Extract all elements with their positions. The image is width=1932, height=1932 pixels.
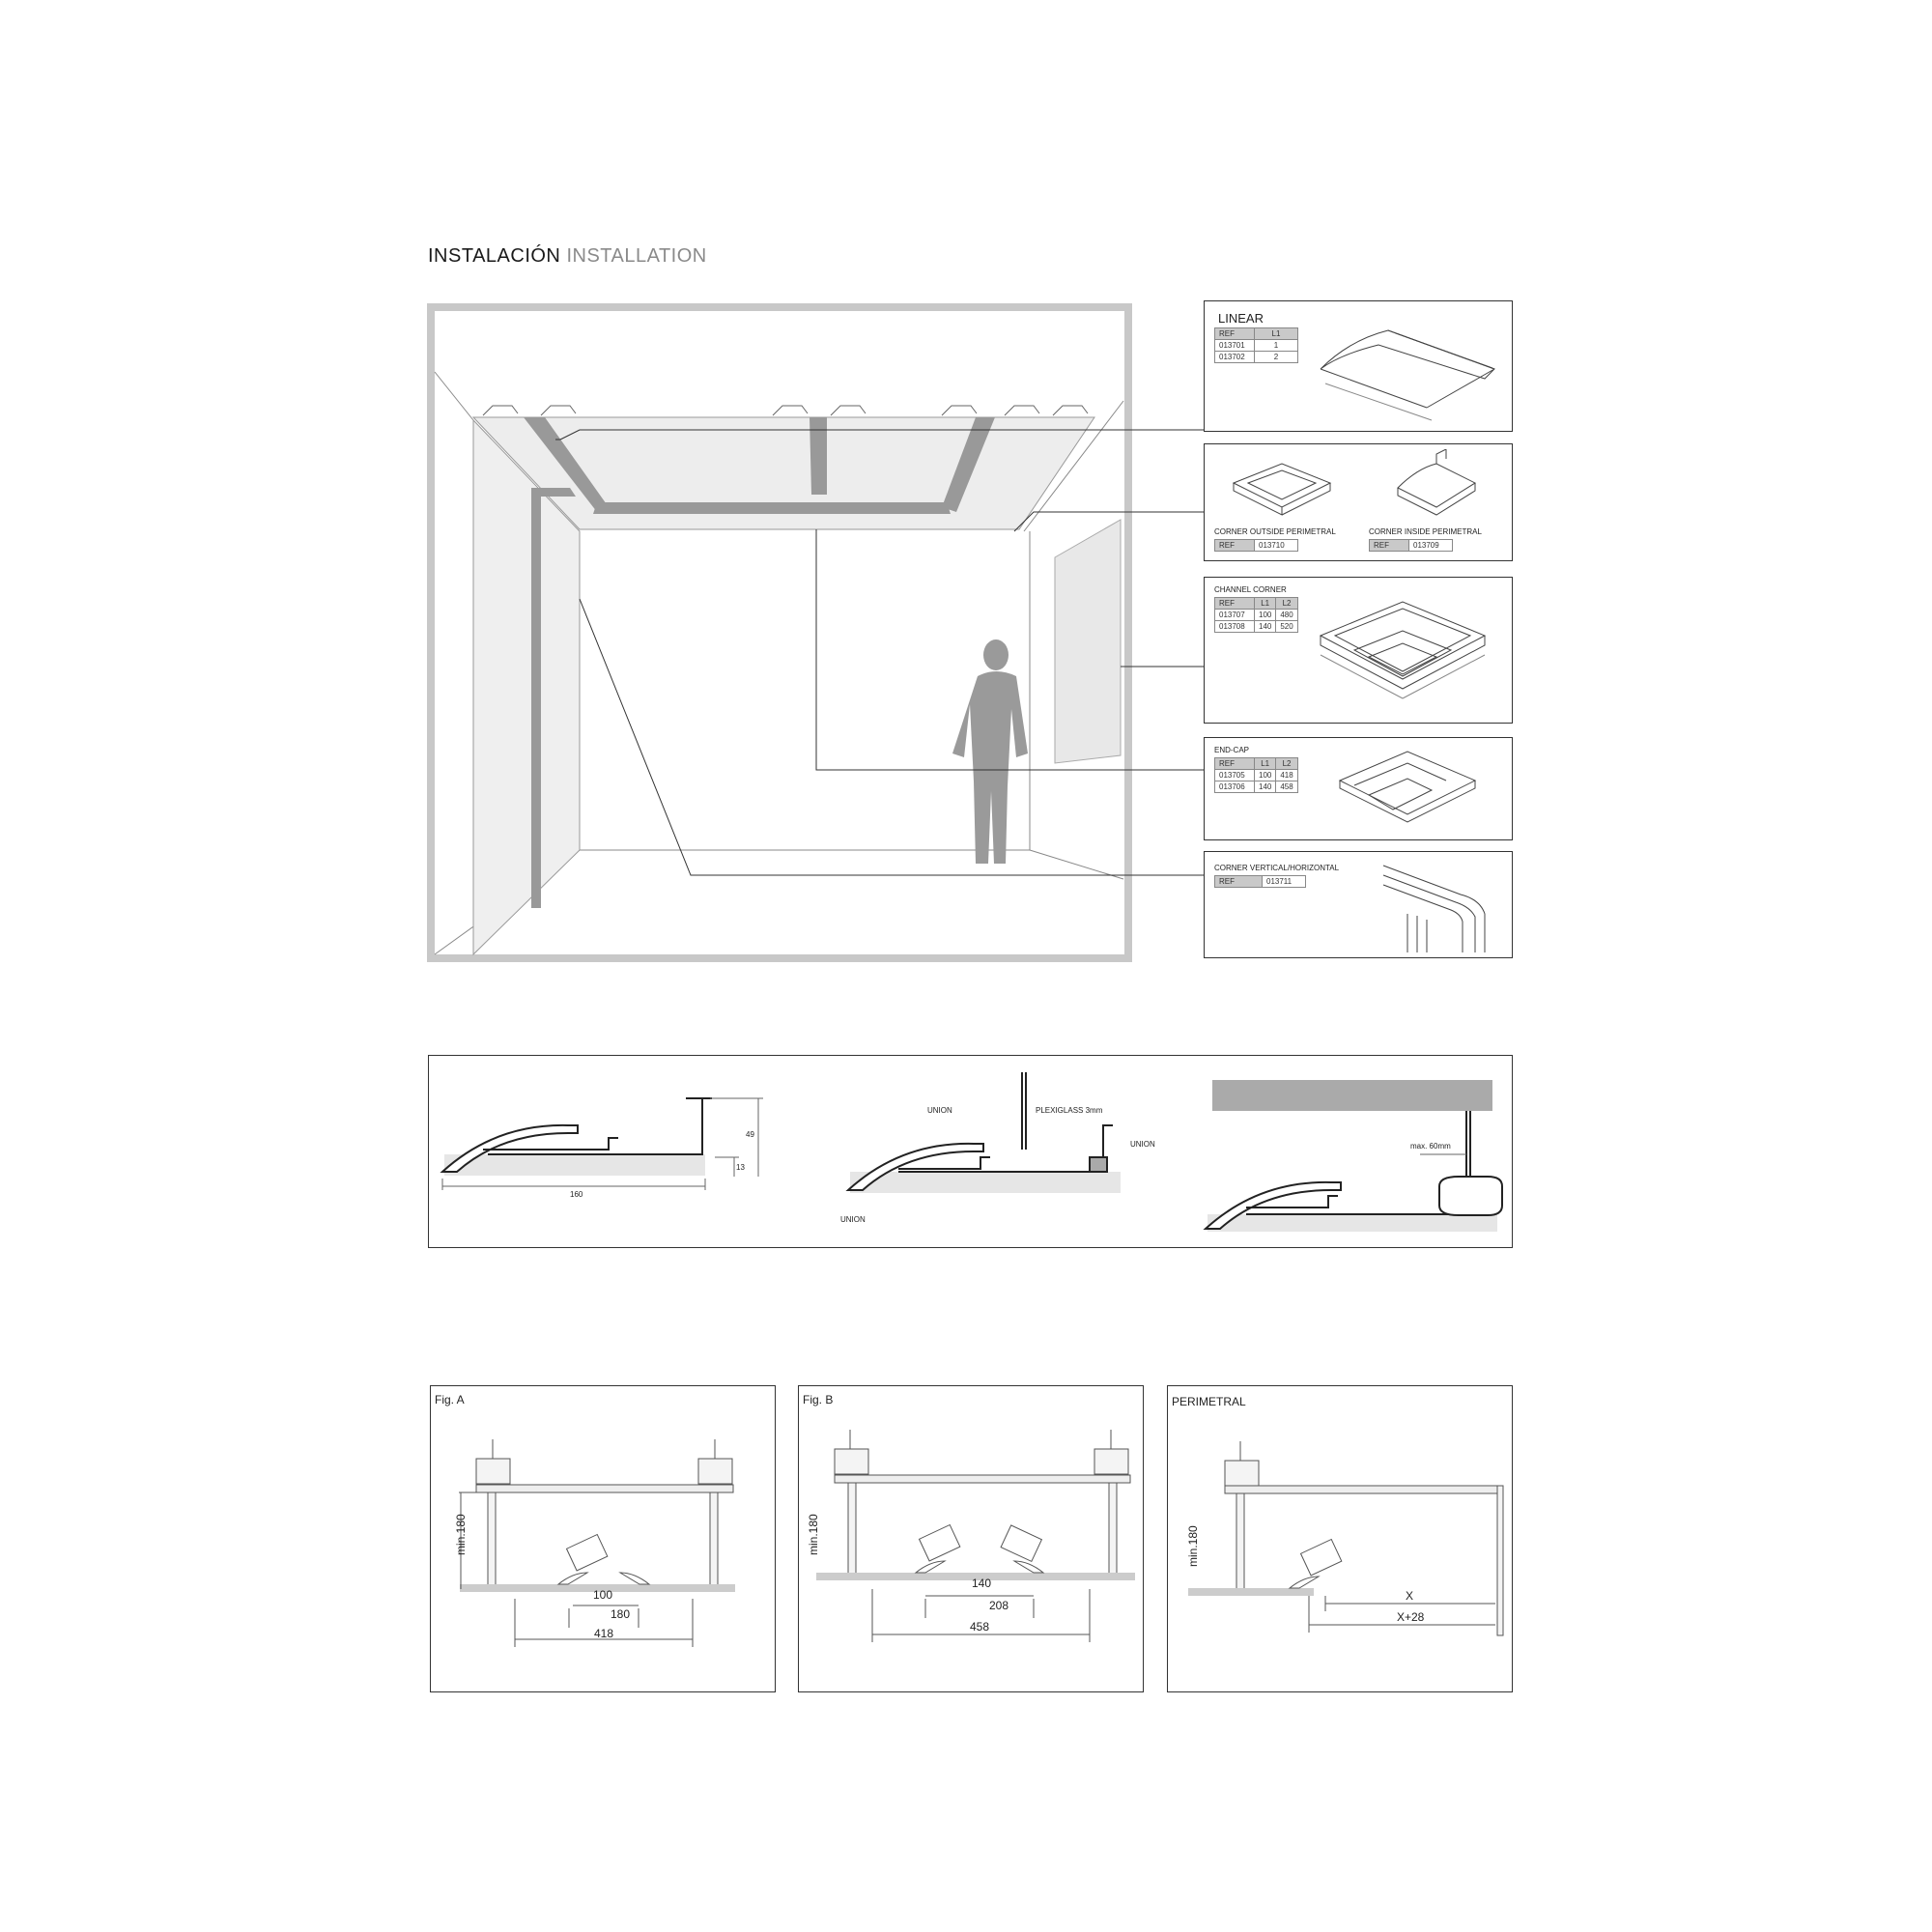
perimetral-x28: X+28 <box>1397 1610 1425 1624</box>
linear-profile-drawing <box>1320 329 1495 421</box>
linear-box: LINEAR REF L1 013701 1 013702 2 <box>1204 300 1513 432</box>
title-en: INSTALLATION <box>566 245 707 267</box>
corner-inside-drawing <box>1397 449 1477 516</box>
linear-table: REF L1 013701 1 013702 2 <box>1214 327 1298 363</box>
channel-corner-table: REF L1 L2 013707 100 480 013708 140 520 <box>1214 597 1298 633</box>
fig-b-140: 140 <box>972 1577 992 1590</box>
end-cap-box: END-CAP REF L1 L2 013705 100 418 013706 … <box>1204 737 1513 840</box>
ec-header: L2 <box>1275 757 1298 770</box>
cc-cell: 013708 <box>1214 620 1255 633</box>
ec-cell: 140 <box>1253 781 1277 793</box>
perimetral-label: PERIMETRAL <box>1172 1395 1246 1408</box>
fig-b-458: 458 <box>970 1620 990 1634</box>
right-wall-panel <box>1054 519 1122 764</box>
profile-3 <box>1203 1080 1503 1232</box>
corner-outside-ref-label: REF <box>1214 539 1255 552</box>
corner-vh-title: CORNER VERTICAL/HORIZONTAL <box>1214 864 1340 872</box>
linear-header-ref: REF <box>1214 327 1255 340</box>
perimetral-box <box>1167 1385 1513 1692</box>
perimetral-min: min.180 <box>1186 1525 1200 1567</box>
cc-header: L1 <box>1253 597 1277 610</box>
ec-header: L1 <box>1253 757 1277 770</box>
fig-b-208: 208 <box>989 1599 1009 1612</box>
union-label: UNION <box>927 1106 952 1115</box>
channel-corner-box: CHANNEL CORNER REF L1 L2 013707 100 480 … <box>1204 577 1513 724</box>
union-label: UNION <box>840 1215 866 1224</box>
corner-vh-box: CORNER VERTICAL/HORIZONTAL REF 013711 <box>1204 851 1513 958</box>
title-es: INSTALACIÓN <box>428 245 561 267</box>
corner-inside-ref: 013709 <box>1408 539 1453 552</box>
linear-cell: 2 <box>1254 351 1298 363</box>
channel-corner-title: CHANNEL CORNER <box>1214 585 1287 594</box>
corner-inside-table: REF 013709 <box>1369 539 1453 552</box>
profile-1 <box>440 1097 712 1176</box>
corner-vh-table: REF 013711 <box>1214 875 1306 888</box>
dim-49: 49 <box>746 1130 754 1139</box>
corner-inside-ref-label: REF <box>1369 539 1409 552</box>
room-frame <box>427 303 1132 962</box>
end-cap-drawing <box>1338 751 1477 823</box>
cc-cell: 520 <box>1275 620 1298 633</box>
dim-160: 160 <box>570 1190 583 1199</box>
dim-13: 13 <box>736 1163 745 1172</box>
plexiglass-label: PLEXIGLASS 3mm <box>1036 1106 1103 1115</box>
max60-label: max. 60mm <box>1410 1142 1451 1151</box>
fig-a-180: 180 <box>611 1607 631 1621</box>
ec-cell: 013706 <box>1214 781 1255 793</box>
fig-b-label: Fig. B <box>803 1393 834 1406</box>
end-cap-title: END-CAP <box>1214 746 1250 754</box>
fig-a-label: Fig. A <box>435 1393 465 1406</box>
fig-a-418: 418 <box>594 1627 614 1640</box>
perimetral-x: X <box>1406 1589 1414 1603</box>
cc-header: L2 <box>1275 597 1298 610</box>
page-title: INSTALACIÓN INSTALLATION <box>428 245 707 268</box>
cc-cell: 140 <box>1253 620 1277 633</box>
corner-outside-title: CORNER OUTSIDE PERIMETRAL <box>1214 527 1336 536</box>
corner-vh-ref: 013711 <box>1262 875 1306 888</box>
linear-title: LINEAR <box>1218 311 1264 326</box>
corner-vh-ref-label: REF <box>1214 875 1263 888</box>
union-label: UNION <box>1130 1140 1155 1149</box>
corner-outside-drawing <box>1232 463 1332 516</box>
profile-2 <box>845 1072 1121 1193</box>
corner-vh-drawing <box>1382 865 1486 952</box>
channel-corner-drawing <box>1319 601 1487 699</box>
corner-outside-ref: 013710 <box>1254 539 1298 552</box>
corner-outside-table: REF 013710 <box>1214 539 1298 552</box>
corners-box: CORNER OUTSIDE PERIMETRAL REF 013710 COR… <box>1204 443 1513 561</box>
ec-cell: 100 <box>1253 769 1277 781</box>
end-cap-table: REF L1 L2 013705 100 418 013706 140 458 <box>1214 757 1298 793</box>
ec-cell: 458 <box>1275 781 1298 793</box>
fig-a-100: 100 <box>593 1588 613 1602</box>
corner-inside-title: CORNER INSIDE PERIMETRAL <box>1369 527 1482 536</box>
person-silhouette <box>952 639 1028 864</box>
